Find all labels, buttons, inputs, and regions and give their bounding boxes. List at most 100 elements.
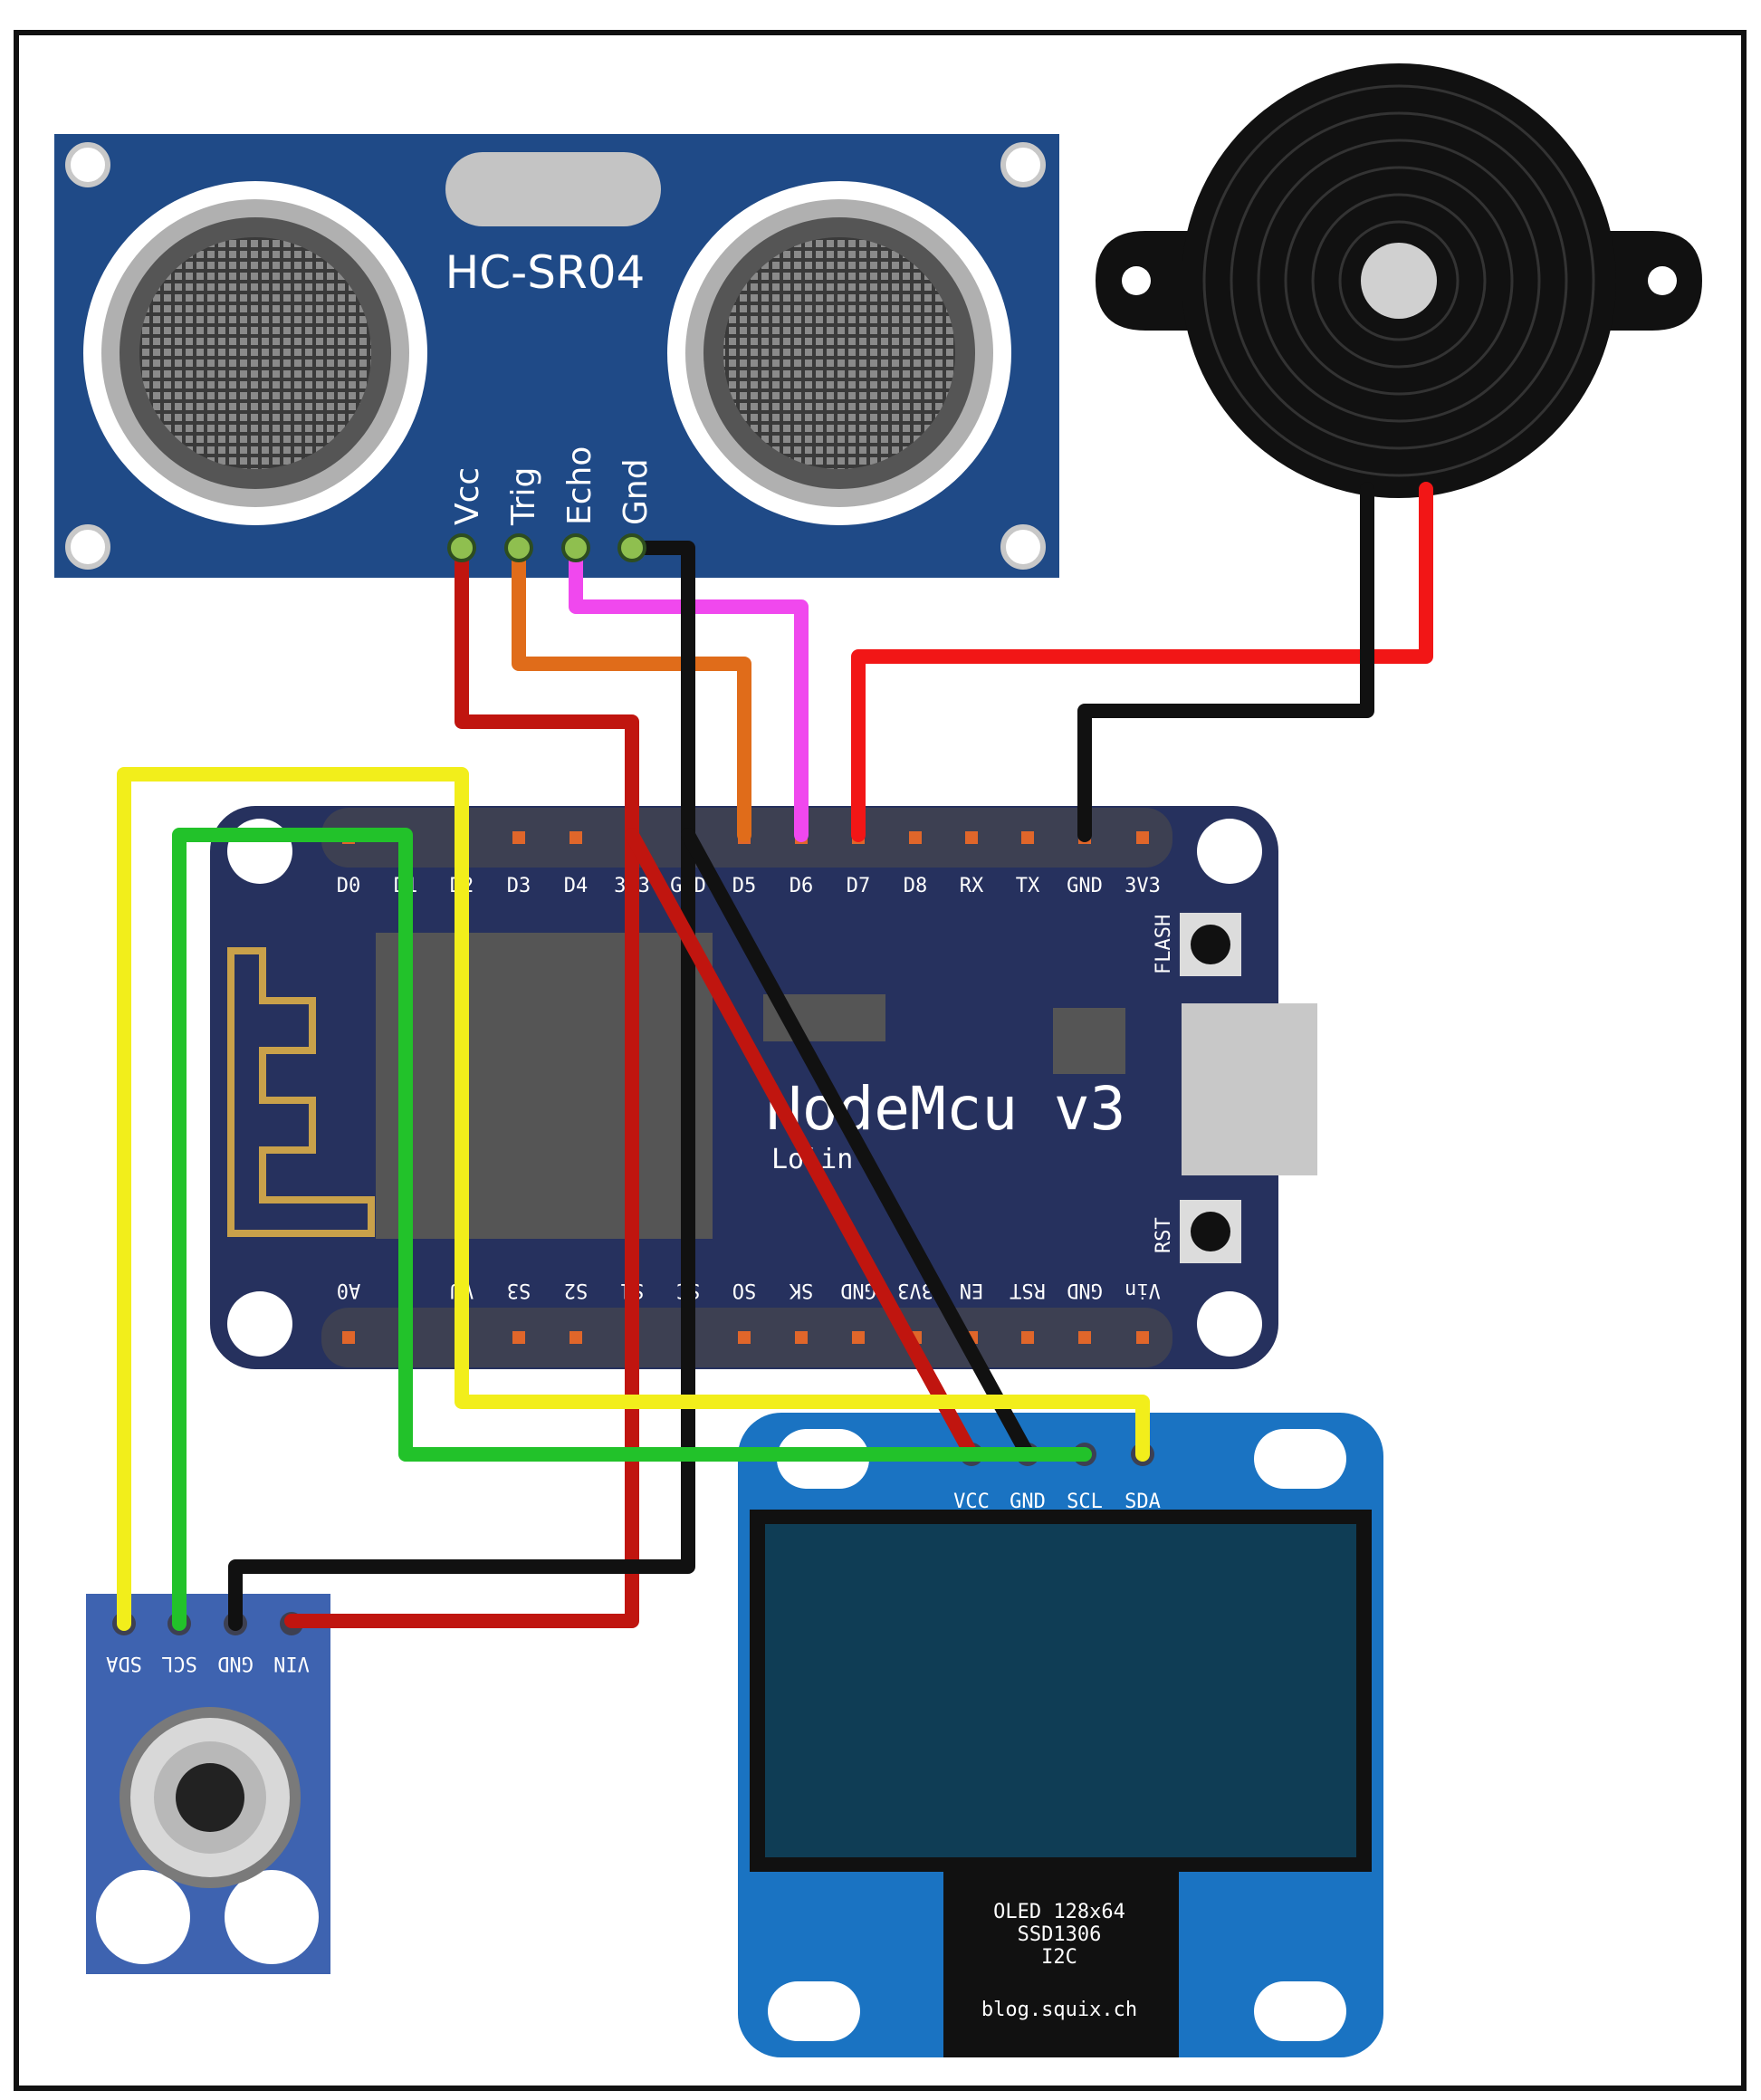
buzzer-center (1361, 243, 1437, 319)
flash-label: FLASH (1153, 915, 1175, 974)
nodemcu-top-pin-label: TX (1016, 875, 1040, 897)
nodemcu-bottom-pin (1021, 1331, 1034, 1344)
nodemcu-top-pin (1136, 831, 1149, 844)
wire-scl-green (172, 828, 1092, 1631)
oled-pin-label: SDA (1125, 1491, 1161, 1513)
ultrasonic-pin-label-trig: Trig (505, 467, 542, 526)
piezo-buzzer (1096, 63, 1702, 498)
ir-pin-label: SCL (161, 1652, 197, 1674)
nodemcu-top-pin (909, 831, 922, 844)
ultrasonic-title: HC-SR04 (445, 246, 646, 299)
reset-label: RST (1153, 1217, 1175, 1253)
nodemcu-bottom-pin (852, 1331, 865, 1344)
nodemcu-bottom-pin-label: RST (1010, 1279, 1046, 1301)
nodemcu-top-pin-label: D7 (847, 875, 871, 897)
nodemcu-top-pin (512, 831, 525, 844)
nodemcu-top-pin-label: GND (1067, 875, 1103, 897)
transducer-left (83, 181, 427, 525)
chip-regulator (1053, 1008, 1125, 1074)
oled-credit: blog.squix.ch (981, 1999, 1137, 2021)
oled-display: OLED 128x64 SSD1306 I2C blog.squix.ch VC… (738, 1413, 1383, 2057)
wire-oled-vcc (625, 828, 979, 1462)
oled-hole (1254, 1429, 1346, 1489)
crystal-oscillator (445, 152, 661, 226)
buzzer-hole (1122, 266, 1151, 295)
oled-pin-label: SCL (1067, 1491, 1103, 1513)
ultrasonic-sensor: HC-SR04 Vcc Trig Echo Gnd (54, 134, 1059, 578)
nodemcu-bottom-pin-label: SO (732, 1279, 757, 1301)
nodemcu-top-pin (569, 831, 582, 844)
oled-screen (765, 1524, 1356, 1857)
wire-ultrasonic-vcc (284, 541, 639, 1628)
nodemcu-top-pin (1021, 831, 1034, 844)
wire-sda-yellow (117, 767, 1150, 1631)
nodemcu-top-pin-label: RX (960, 875, 984, 897)
nodemcu-top-pin-label: D0 (337, 875, 361, 897)
nodemcu-top-pin-label: D4 (564, 875, 589, 897)
nodemcu-bottom-pin (738, 1331, 751, 1344)
wire-buzzer-positive (851, 482, 1433, 842)
nodemcu-bottom-pin-label: S2 (564, 1279, 589, 1301)
mount-hole (1000, 524, 1046, 570)
oled-hole (768, 1981, 860, 2041)
nodemcu-bottom-pin (1078, 1331, 1091, 1344)
ir-pin-label: SDA (106, 1652, 142, 1674)
ultrasonic-pins (447, 533, 646, 562)
ultrasonic-pin (617, 533, 646, 562)
oled-line-1: OLED 128x64 (993, 1901, 1125, 1923)
buzzer-hole (1648, 266, 1677, 295)
ir-pin-label: GND (217, 1652, 254, 1674)
ir-sensor-lens (176, 1763, 244, 1832)
oled-line-2: SSD1306 (1018, 1923, 1102, 1946)
oled-pin-label: VCC (953, 1491, 990, 1513)
oled-line-3: I2C (1041, 1946, 1077, 1969)
nodemcu-hole (227, 1291, 292, 1357)
ultrasonic-pin (561, 533, 590, 562)
nodemcu-bottom-pin (512, 1331, 525, 1344)
oled-pin-label: GND (1010, 1491, 1046, 1513)
nodemcu-hole (1197, 1291, 1262, 1357)
ultrasonic-pin (504, 533, 533, 562)
nodemcu-bottom-pin-label: Vin (1125, 1279, 1161, 1301)
nodemcu-bottom-pin-label: A0 (337, 1279, 361, 1301)
nodemcu-bottom-pin-label: SK (789, 1279, 813, 1301)
nodemcu-bottom-pin (795, 1331, 808, 1344)
nodemcu-top-pin-label: D3 (507, 875, 531, 897)
wire-ultrasonic-trig (512, 541, 751, 842)
nodemcu-bottom-pin-label: S3 (507, 1279, 531, 1301)
nodemcu-top-pin (965, 831, 978, 844)
nodemcu-top-pin-label: D6 (790, 875, 814, 897)
nodemcu-top-pin-label: D8 (904, 875, 928, 897)
ir-hole (225, 1870, 319, 1964)
nodemcu-bottom-pin (569, 1331, 582, 1344)
esp-module (376, 933, 713, 1239)
ir-hole (96, 1870, 190, 1964)
oled-label-plate (943, 1872, 1179, 2057)
ir-pin-label: VIN (273, 1652, 310, 1674)
nodemcu-hole (1197, 819, 1262, 884)
ultrasonic-pin-label-echo: Echo (561, 446, 598, 525)
antenna-trace (227, 947, 375, 1237)
mount-hole (65, 524, 110, 570)
transducer-right (667, 181, 1011, 525)
nodemcu-bottom-pin-label: GND (1067, 1279, 1103, 1301)
oled-hole (1254, 1981, 1346, 2041)
mount-hole (1000, 142, 1046, 187)
nodemcu-bottom-pin-label: EN (960, 1279, 984, 1301)
nodemcu-bottom-pin (1136, 1331, 1149, 1344)
nodemcu-top-pin-label: D5 (732, 875, 757, 897)
wire-ultrasonic-gnd (228, 541, 695, 1631)
ultrasonic-pin (447, 533, 476, 562)
mount-hole (65, 142, 110, 187)
wire-oled-gnd (681, 828, 1035, 1462)
wire-buzzer-negative (1077, 482, 1374, 842)
wires (117, 482, 1433, 1631)
ir-temperature-sensor: SDA SCL GND VIN (86, 1594, 330, 1974)
usb-port (1182, 1003, 1317, 1175)
ultrasonic-pin-label-vcc: Vcc (449, 467, 486, 525)
nodemcu-bottom-pin (342, 1331, 355, 1344)
nodemcu-top-pin-label: 3V3 (1125, 875, 1161, 897)
